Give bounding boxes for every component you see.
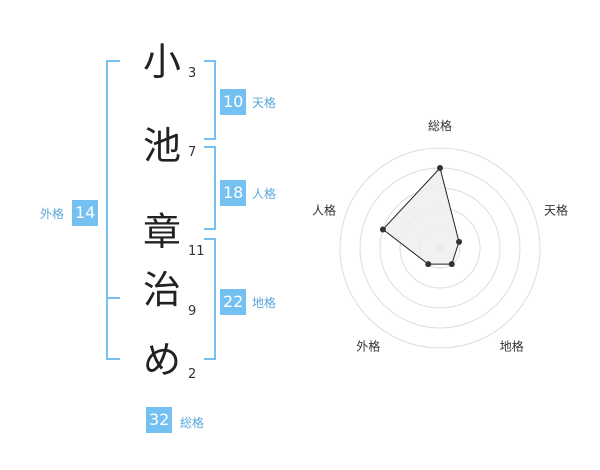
radar-axis-label-4: 外格 [356,339,380,354]
radar-point-人格 [379,226,386,233]
gaikaku-bracket-divider [106,297,120,299]
chikaku-value: 22 [220,289,247,315]
radar-point-天格 [456,238,463,245]
radar-axis-label-1: 総格 [428,118,452,133]
name-char-3: 章 [142,210,181,254]
stroke-count-4: 9 [188,304,197,319]
soukaku-label: 総格 [180,416,205,430]
radar-ring-5 [339,147,541,349]
gaikaku-label: 外格 [40,207,65,221]
radar-point-外格 [425,261,432,268]
jinkaku-bracket [204,146,216,230]
radar-axis-label-3: 地格 [500,339,524,354]
tenkaku-value: 10 [220,89,247,115]
name-char-4: 治 [142,268,181,312]
name-char-5: め [142,338,181,382]
stroke-count-3: 11 [188,244,205,259]
radar-point-総格 [437,165,443,171]
name-char-1: 小 [142,40,181,84]
radar-shape [382,166,460,265]
radar-points [379,165,463,268]
name-char-2: 池 [142,124,181,168]
chikaku-label: 地格 [252,296,277,310]
chikaku-bracket [204,238,216,360]
radar-axis-label-5: 人格 [312,202,336,217]
gaikaku-value: 14 [72,200,99,226]
radar-point-地格 [448,261,455,268]
tenkaku-label: 天格 [252,96,277,110]
gaikaku-bracket [106,60,120,360]
jinkaku-label: 人格 [252,187,277,201]
radar-axis-label-2: 天格 [544,202,568,217]
radar-polygon [382,166,460,265]
stroke-count-2: 7 [188,145,197,160]
tenkaku-bracket [204,60,216,140]
jinkaku-value: 18 [220,180,247,206]
stroke-count-5: 2 [188,367,197,382]
soukaku-value: 32 [146,407,173,433]
stroke-count-1: 3 [188,66,197,81]
